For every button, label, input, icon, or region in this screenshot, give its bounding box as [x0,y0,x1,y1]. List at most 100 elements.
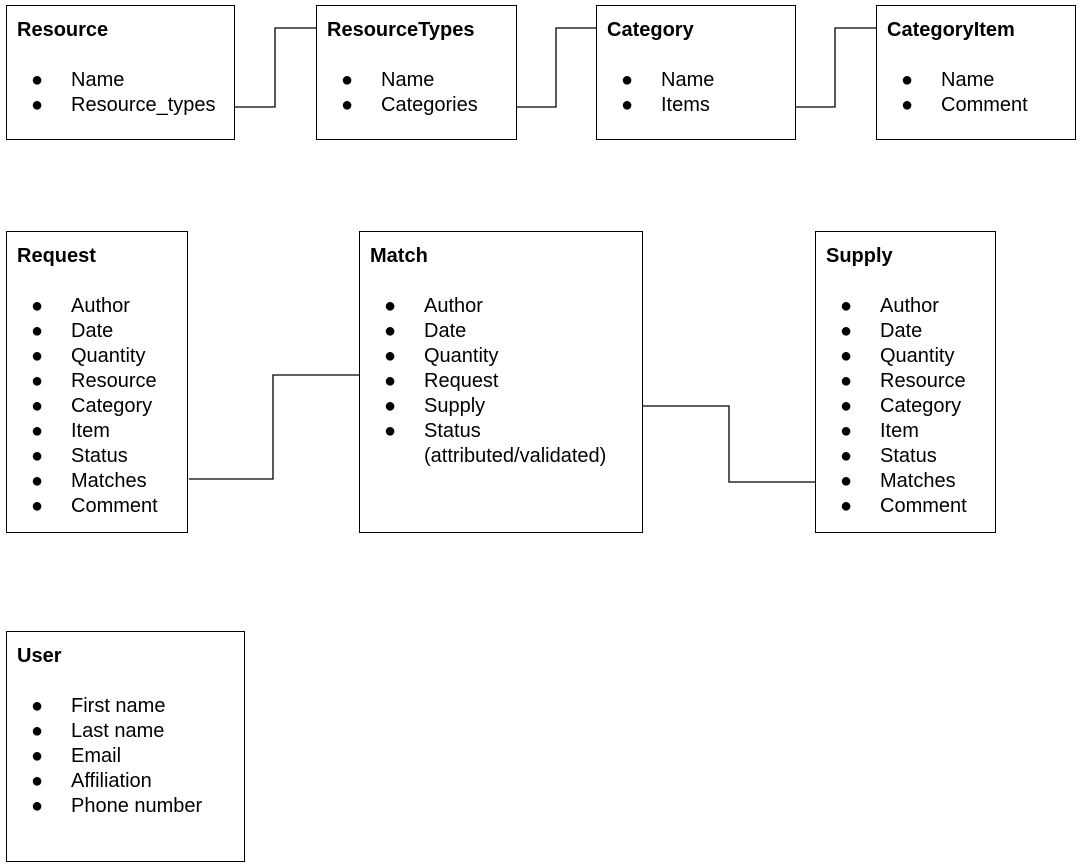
field-item: ● Comment [877,93,1075,118]
field-list: ●Author●Date●Quantity●Resource●Category●… [7,294,187,519]
field-item: ● Name [7,68,234,93]
field-label: Name [381,69,435,91]
field-item: ● Affiliation [7,769,244,794]
connector-request-match [189,374,359,480]
bullet-icon: ● [901,94,914,116]
field-label: Status [71,445,128,467]
field-item: ● Author [7,294,187,319]
field-label: Date [880,320,923,342]
bullet-icon: ● [384,395,397,417]
bullet-icon: ● [31,395,44,417]
field-label: Quantity [424,345,499,367]
bullet-icon: ● [840,370,853,392]
bullet-icon: ● [384,370,397,392]
field-label: Item [880,420,919,442]
field-item: ● Item [7,419,187,444]
field-label: First name [71,695,166,717]
field-list: ●Name●Items [597,68,795,118]
entity-title: Request [17,245,96,267]
bullet-icon: ● [31,445,44,467]
field-list: ●First name●Last name●Email●Affiliation●… [7,694,244,819]
bullet-icon: ● [840,470,853,492]
entity-supply: Supply ●Author●Date●Quantity●Resource●Ca… [815,231,996,533]
bullet-icon: ● [31,695,44,717]
field-item: ●Category [816,394,995,419]
field-label: Name [71,69,125,91]
field-item: ●Name [877,68,1075,93]
field-label: Supply [424,395,486,417]
entity-title: CategoryItem [887,19,1015,41]
field-item: ● Quantity [7,344,187,369]
bullet-icon: ● [341,94,354,116]
bullet-icon: ● [31,320,44,342]
field-label: Resource [71,370,157,392]
bullet-icon: ● [621,94,634,116]
field-label: Affiliation [71,770,152,792]
field-list: ●Name● Comment [877,68,1075,118]
bullet-icon: ● [31,345,44,367]
bullet-icon: ● [31,94,44,116]
entity-request: Request ●Author●Date●Quantity●Resource●C… [6,231,188,533]
entity-category-item: CategoryItem ●Name● Comment [876,5,1076,140]
field-item: ● First name [7,694,244,719]
bullet-icon: ● [31,495,44,517]
field-label: Item [71,420,110,442]
field-item: ●Item [816,419,995,444]
field-item: ● Request [360,369,642,394]
field-item: ● Resource [816,369,995,394]
bullet-icon: ● [31,69,44,91]
bullet-icon: ● [384,320,397,342]
field-item: ● Quantity [360,344,642,369]
field-item: ● Status [816,444,995,469]
connector-resource-resourcetypes [235,27,316,108]
entity-title: ResourceTypes [327,19,475,41]
field-item: ●Items [597,93,795,118]
field-label: Author [880,295,939,317]
bullet-icon: ● [31,420,44,442]
field-item: ●Quantity [816,344,995,369]
bullet-icon: ● [31,745,44,767]
field-item: ● Resource_types [7,93,234,118]
field-label: Resource [880,370,966,392]
field-item: ●Comment [816,494,995,519]
entity-resource-types: ResourceTypes ● Name● Categories [316,5,517,140]
field-list: ●Author●Date●Quantity●Resource●Category●… [816,294,995,519]
field-item: ● Last name [7,719,244,744]
field-label: Quantity [71,345,146,367]
bullet-icon: ● [384,420,397,442]
field-label: Status [880,445,937,467]
bullet-icon: ● [840,445,853,467]
field-label: Category [71,395,153,417]
field-label: Email [71,745,122,767]
field-label: Request [424,370,499,392]
bullet-icon: ● [384,345,397,367]
bullet-icon: ● [31,770,44,792]
field-label: Comment [71,495,158,517]
bullet-icon: ● [901,69,914,91]
field-label: Author [71,295,130,317]
bullet-icon: ● [31,795,44,817]
connector-resourcetypes-category [514,27,596,108]
field-item: ● Categories [317,93,516,118]
field-label: Categories [381,94,478,116]
field-label: Matches [71,470,147,492]
field-item: ●Resource [7,369,187,394]
field-label: Resource_types [71,94,216,116]
entity-resource: Resource ●Name●Resource_types [6,5,235,140]
bullet-icon: ● [840,395,853,417]
connector-category-categoryitem [796,27,876,108]
bullet-icon: ● [31,470,44,492]
field-label: Comment [941,94,1028,116]
field-label: Name [661,69,715,91]
field-item: ● Matches [7,469,187,494]
field-item: ● Status [7,444,187,469]
field-item: ●Date [360,319,642,344]
field-item: ●Matches [816,469,995,494]
entity-category: Category ●Name●Items [596,5,796,140]
field-label: Last name [71,720,165,742]
field-item: ● Comment [7,494,187,519]
field-item: ●Name [597,68,795,93]
bullet-icon: ● [31,720,44,742]
bullet-icon: ● [31,295,44,317]
